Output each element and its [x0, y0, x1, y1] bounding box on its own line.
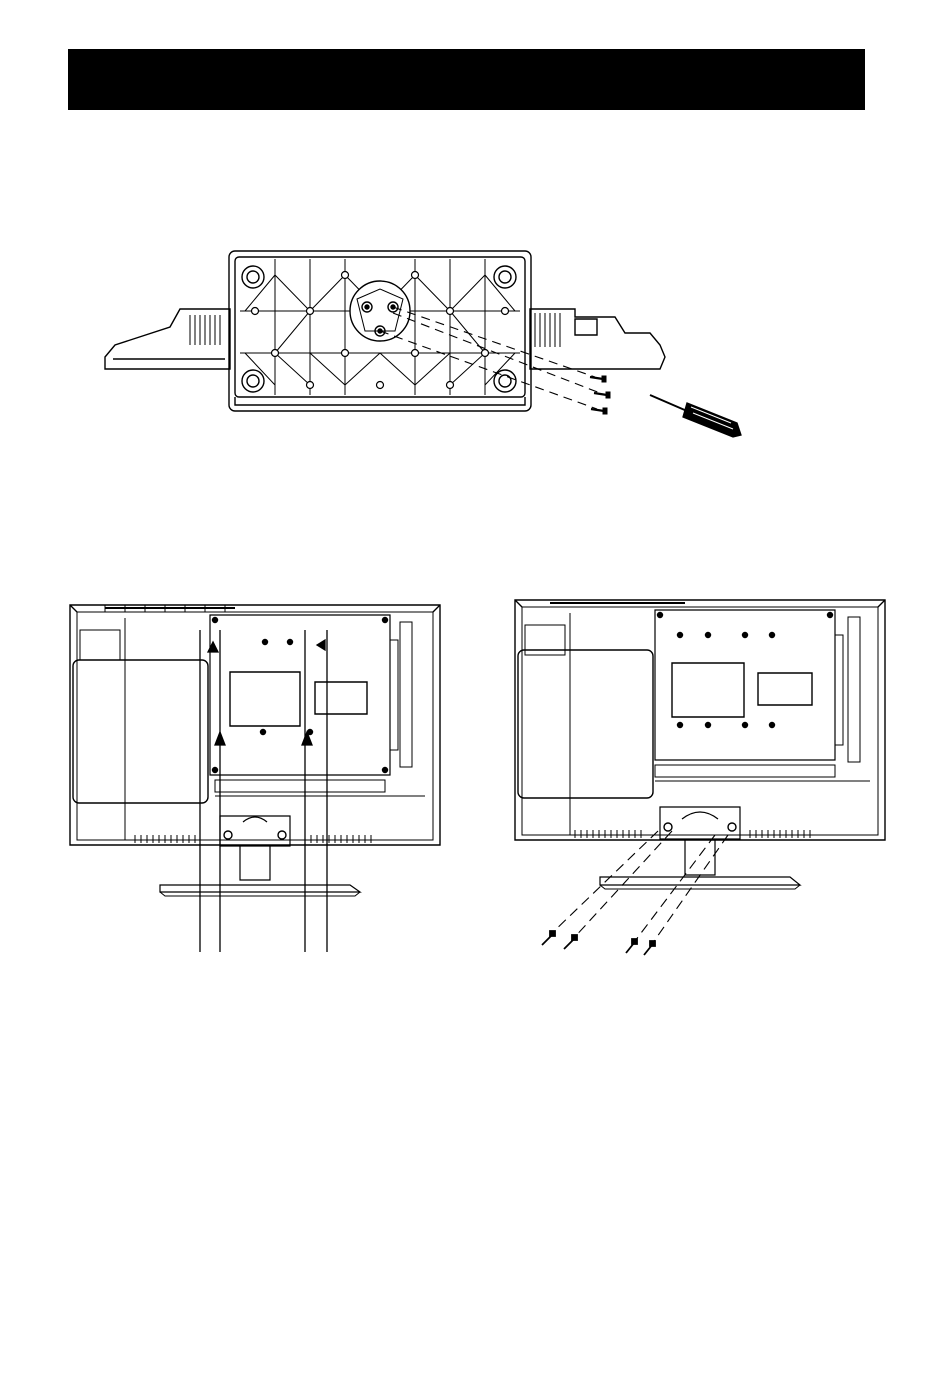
- stand-base: [160, 885, 360, 892]
- screwdriver-icon: [650, 395, 741, 437]
- stand-neck-removal-figure: [510, 595, 890, 960]
- mounting-arrow-icon: [200, 630, 327, 952]
- tv-body-left: [105, 309, 230, 369]
- wall-mount-holes-figure: [65, 600, 445, 955]
- screw-icon: [542, 931, 655, 955]
- left-vents-icon: [190, 315, 220, 345]
- stand-neck: [220, 816, 290, 846]
- stand-base: [600, 877, 800, 885]
- right-vents-icon: [535, 313, 560, 347]
- stand-base-removal-figure: [95, 245, 755, 445]
- screw-icon: [590, 376, 610, 414]
- header-bar: [68, 49, 865, 110]
